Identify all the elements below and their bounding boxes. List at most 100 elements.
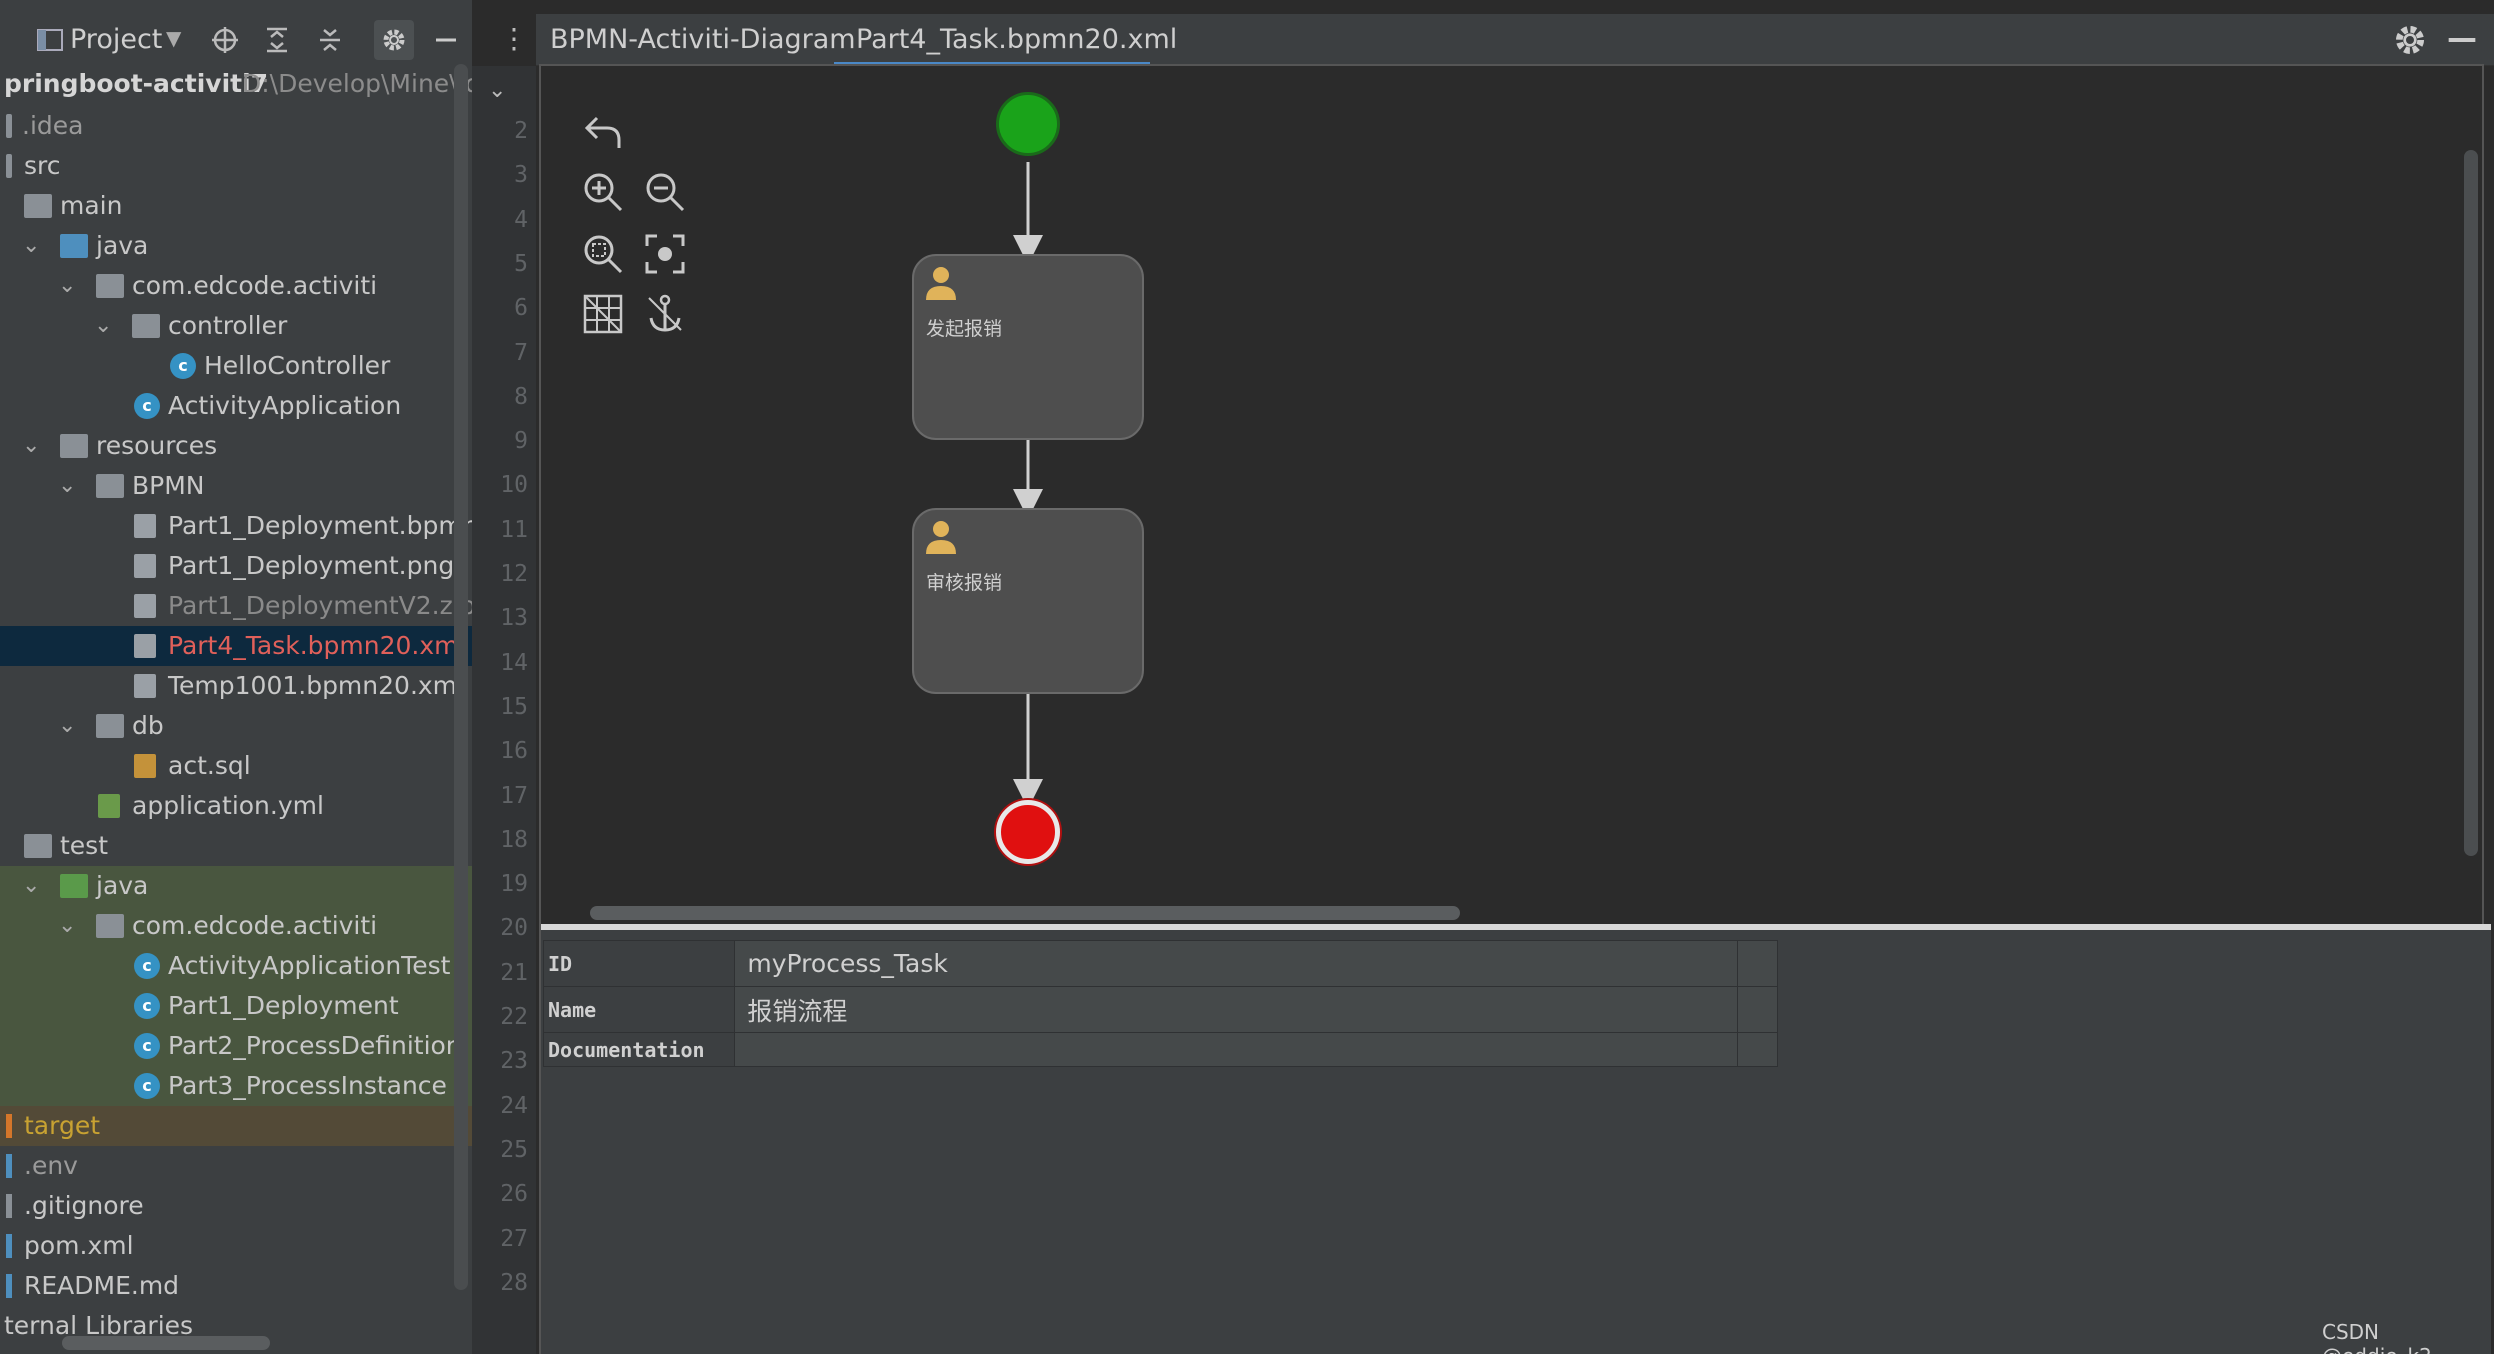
project-view-selector[interactable]: Project bbox=[70, 24, 163, 55]
zoom-actual-icon[interactable] bbox=[643, 232, 687, 280]
tree-item-test-java[interactable]: ⌄ java bbox=[0, 866, 472, 906]
property-row: ID myProcess_Task bbox=[542, 940, 1779, 987]
tab-bpmn-activiti-diagram[interactable]: BPMN-Activiti-Diagram bbox=[550, 24, 856, 55]
user-task[interactable]: 审核报销 bbox=[912, 508, 1144, 694]
tree-item-hellocontroller[interactable]: c HelloController bbox=[0, 346, 472, 386]
task-label: 审核报销 bbox=[926, 572, 1003, 594]
zoom-out-icon[interactable] bbox=[643, 170, 687, 218]
properties-panel: ID myProcess_Task Name 报销流程 Documentatio… bbox=[541, 930, 2491, 1354]
tree-item-application-yml[interactable]: application.yml bbox=[0, 786, 472, 826]
chevron-down-icon[interactable]: ⌄ bbox=[22, 873, 41, 898]
expand-all-icon[interactable] bbox=[257, 20, 297, 60]
tree-item-part2-processdefinition[interactable]: c Part2_ProcessDefinition bbox=[0, 1026, 472, 1066]
tree-item-package[interactable]: ⌄ com.edcode.activiti bbox=[0, 266, 472, 306]
tree-item-readme[interactable]: README.md bbox=[0, 1266, 472, 1306]
tree-item-gitignore[interactable]: .gitignore bbox=[0, 1186, 472, 1226]
start-event[interactable] bbox=[996, 92, 1060, 156]
tree-item-db[interactable]: ⌄ db bbox=[0, 706, 472, 746]
tab-part4-task-xml[interactable]: Part4_Task.bpmn20.xml bbox=[856, 24, 1178, 55]
tree-item-pom[interactable]: pom.xml bbox=[0, 1226, 472, 1266]
line-number: 3 bbox=[514, 162, 528, 189]
sql-file-icon bbox=[134, 754, 156, 778]
property-value-input[interactable] bbox=[734, 1032, 1738, 1067]
tree-item-part1-zip[interactable]: Part1_DeploymentV2.zip bbox=[0, 586, 472, 626]
collapse-all-icon[interactable] bbox=[310, 20, 350, 60]
tree-item-test[interactable]: test bbox=[0, 826, 472, 866]
watermark: CSDN @eddie_k2 bbox=[2322, 1320, 2432, 1354]
tree-item-part3-processinstance[interactable]: c Part3_ProcessInstance bbox=[0, 1066, 472, 1106]
gear-icon[interactable] bbox=[2390, 20, 2430, 60]
tree-item-temp1001[interactable]: Temp1001.bpmn20.xml bbox=[0, 666, 472, 706]
tree-item-activityapplication[interactable]: c ActivityApplication bbox=[0, 386, 472, 426]
line-number: 7 bbox=[514, 339, 528, 366]
user-task[interactable]: 发起报销 bbox=[912, 254, 1144, 440]
more-options-icon[interactable]: ⋮ bbox=[500, 22, 528, 55]
tree-item-main[interactable]: main bbox=[0, 186, 472, 226]
tree-item-src[interactable]: src bbox=[0, 146, 472, 186]
tree-item-test-package[interactable]: ⌄ com.edcode.activiti bbox=[0, 906, 472, 946]
grid-icon[interactable] bbox=[581, 292, 625, 340]
line-number: 2 bbox=[514, 118, 528, 144]
tree-item-act-sql[interactable]: act.sql bbox=[0, 746, 472, 786]
property-value-input[interactable]: myProcess_Task bbox=[734, 940, 1738, 987]
property-extra bbox=[1736, 986, 1779, 1033]
minimize-icon[interactable] bbox=[2442, 20, 2482, 60]
anchor-icon[interactable] bbox=[643, 292, 687, 340]
chevron-down-icon[interactable]: ⌄ bbox=[58, 473, 77, 498]
chevron-down-icon[interactable]: ⌄ bbox=[22, 433, 41, 458]
tree-item-java[interactable]: ⌄ java bbox=[0, 226, 472, 266]
chevron-down-icon[interactable]: ⌄ bbox=[58, 913, 77, 938]
tree-item-part1-bpmn[interactable]: Part1_Deployment.bpmn2( bbox=[0, 506, 472, 546]
line-number: 23 bbox=[500, 1048, 528, 1075]
tree-item-idea[interactable]: .idea bbox=[0, 106, 472, 146]
chevron-down-icon[interactable]: ⌄ bbox=[22, 233, 41, 258]
image-file-icon bbox=[134, 554, 156, 578]
tree-item-part1-deployment[interactable]: c Part1_Deployment bbox=[0, 986, 472, 1026]
line-number: 19 bbox=[500, 871, 528, 898]
tree-item-part1-png[interactable]: Part1_Deployment.png bbox=[0, 546, 472, 586]
zoom-in-icon[interactable] bbox=[581, 170, 625, 218]
tree-item-bpmn[interactable]: ⌄ BPMN bbox=[0, 466, 472, 506]
chevron-down-icon[interactable]: ⌄ bbox=[58, 713, 77, 738]
line-number: 25 bbox=[500, 1136, 528, 1163]
end-event[interactable] bbox=[996, 800, 1060, 864]
line-number: 26 bbox=[500, 1181, 528, 1208]
tree-item-resources[interactable]: ⌄ resources bbox=[0, 426, 472, 466]
bpmn-diagram-canvas[interactable]: 发起报销 审核报销 bbox=[545, 70, 2457, 896]
line-number: 5 bbox=[514, 250, 528, 277]
project-view-icon[interactable] bbox=[30, 20, 70, 60]
tree-vertical-scrollbar[interactable] bbox=[454, 64, 468, 1290]
property-value-input[interactable]: 报销流程 bbox=[734, 986, 1738, 1033]
test-class-icon: c bbox=[134, 993, 160, 1019]
line-number: 9 bbox=[514, 428, 528, 455]
gear-icon[interactable] bbox=[374, 20, 414, 60]
canvas-horizontal-scrollbar[interactable] bbox=[590, 906, 1460, 920]
line-number: 6 bbox=[514, 295, 528, 322]
zoom-fit-icon[interactable] bbox=[581, 232, 625, 280]
tree-item-activityapplicationtest[interactable]: c ActivityApplicationTest bbox=[0, 946, 472, 986]
line-number: 16 bbox=[500, 738, 528, 765]
chevron-down-icon[interactable]: ⌄ bbox=[94, 313, 113, 338]
undo-icon[interactable] bbox=[581, 110, 625, 158]
chevron-down-icon[interactable]: ⌄ bbox=[488, 78, 507, 103]
tree-item-external-libraries[interactable]: ternal Libraries bbox=[4, 1311, 194, 1340]
tree-item-module[interactable]: pringboot-activiti7 D:\Develop\Mine\Id bbox=[4, 69, 472, 98]
tree-item-target[interactable]: target bbox=[0, 1106, 472, 1146]
canvas-vertical-scrollbar[interactable] bbox=[2464, 150, 2478, 856]
minimize-icon[interactable] bbox=[426, 20, 466, 60]
line-number: 22 bbox=[500, 1004, 528, 1030]
chevron-down-icon[interactable]: ▼ bbox=[166, 26, 182, 50]
maven-file-icon bbox=[6, 1234, 12, 1258]
property-key: ID bbox=[542, 940, 736, 987]
tree-item-part4-task[interactable]: Part4_Task.bpmn20.xml bbox=[0, 626, 472, 666]
tree-item-env[interactable]: .env bbox=[0, 1146, 472, 1186]
properties-table: ID myProcess_Task Name 报销流程 Documentatio… bbox=[542, 940, 1779, 1067]
splitter[interactable] bbox=[541, 924, 2491, 930]
tree-horizontal-scrollbar[interactable] bbox=[62, 1336, 270, 1350]
line-number: 4 bbox=[514, 206, 528, 233]
locate-icon[interactable] bbox=[205, 20, 245, 60]
line-number: 15 bbox=[500, 693, 528, 720]
tree-item-controller[interactable]: ⌄ controller bbox=[0, 306, 472, 346]
line-number: 10 bbox=[500, 472, 528, 499]
chevron-down-icon[interactable]: ⌄ bbox=[58, 273, 77, 298]
